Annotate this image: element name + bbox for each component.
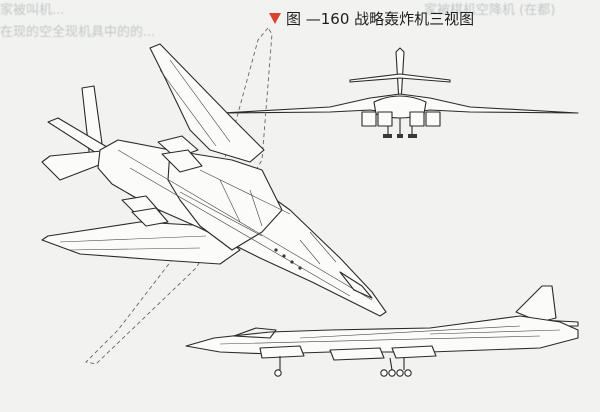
bleed-line-left-2: 在现的空全现机具中的的...	[0, 25, 156, 40]
side-view	[185, 285, 579, 377]
bleed-through-text: 家被叫机... 家被棋机空降机 (在都) 在现的空全现机具中的的...	[0, 0, 600, 44]
top-view	[41, 27, 387, 365]
bleed-line-right-1: 家被棋机空降机 (在都)	[424, 3, 556, 18]
figure-caption-text: 图 —160 战略轰炸机三视图	[286, 9, 475, 28]
front-view	[221, 47, 579, 138]
triangle-marker-icon	[269, 12, 281, 24]
figure-caption: 图 —160 战略轰炸机三视图	[269, 8, 474, 28]
bleed-line-left-1: 家被叫机...	[0, 3, 65, 18]
